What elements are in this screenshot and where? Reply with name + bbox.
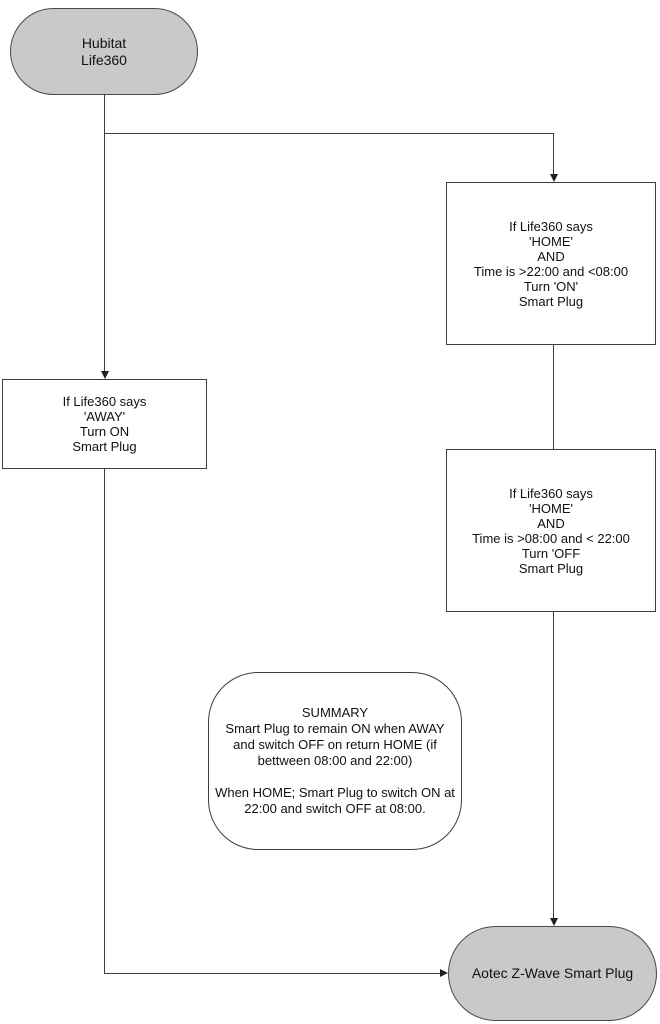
arrowhead-into-plug-left	[440, 969, 448, 977]
arrowhead-into-away-box	[101, 371, 109, 379]
arrowhead-into-home-night-box	[550, 174, 558, 182]
start-terminal-label: Hubitat Life360	[81, 34, 127, 68]
connector-away-to-plug-vertical	[104, 469, 105, 973]
connector-start-to-away-vertical	[104, 94, 105, 371]
connector-branch-to-home-night-vertical	[553, 133, 554, 174]
end-terminal-aotec-smart-plug: Aotec Z-Wave Smart Plug	[448, 926, 657, 1021]
condition-home-day-label: If Life360 says 'HOME' AND Time is >08:0…	[472, 485, 630, 576]
condition-box-home-night: If Life360 says 'HOME' AND Time is >22:0…	[446, 182, 656, 345]
condition-box-away: If Life360 says 'AWAY' Turn ON Smart Plu…	[2, 379, 207, 469]
condition-home-night-label: If Life360 says 'HOME' AND Time is >22:0…	[473, 218, 629, 309]
condition-box-home-day: If Life360 says 'HOME' AND Time is >08:0…	[446, 449, 656, 612]
start-terminal-hubitat-life360: Hubitat Life360	[10, 8, 198, 95]
end-terminal-label: Aotec Z-Wave Smart Plug	[471, 965, 634, 981]
arrowhead-into-plug-top	[550, 918, 558, 926]
condition-away-label: If Life360 says 'AWAY' Turn ON Smart Plu…	[62, 394, 147, 454]
summary-annotation: SUMMARY Smart Plug to remain ON when AWA…	[208, 672, 462, 850]
connector-home-night-to-home-day	[553, 345, 554, 449]
summary-label: SUMMARY Smart Plug to remain ON when AWA…	[215, 705, 455, 816]
connector-away-to-plug-horizontal	[104, 973, 440, 974]
connector-branch-horizontal	[104, 133, 554, 134]
connector-home-day-to-plug-vertical	[553, 612, 554, 918]
